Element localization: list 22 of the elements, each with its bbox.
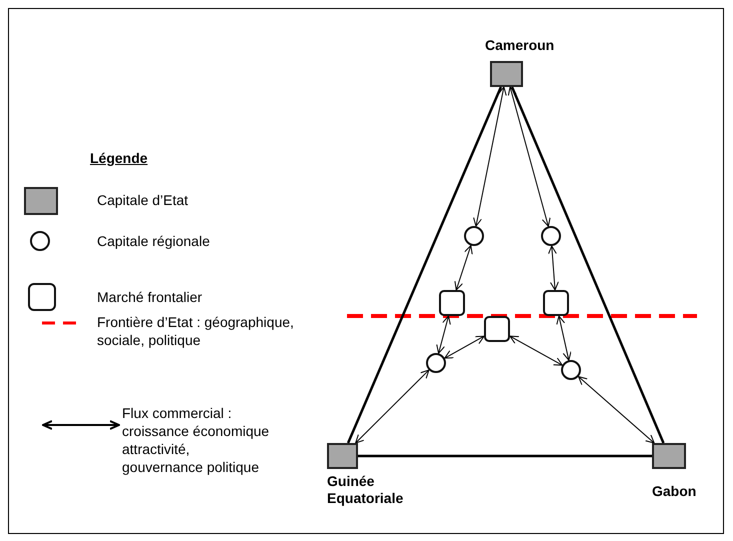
connector-line — [510, 86, 665, 444]
double-arrow — [510, 336, 563, 366]
legend-text: Flux commercial : croissance économique attractivité, gouvernance politique — [122, 404, 270, 476]
double-arrow — [454, 245, 473, 290]
double-arrow — [444, 336, 484, 359]
legend-text: Capitale d’Etat — [97, 191, 188, 209]
double-arrow — [556, 316, 572, 361]
double-arrow — [473, 86, 507, 227]
connector-line — [358, 454, 652, 458]
legend-text: Frontière d’Etat : géographique, sociale, politique — [97, 313, 295, 349]
place-name: Cameroun — [485, 37, 554, 54]
connector-line — [346, 86, 502, 444]
double-arrow — [355, 370, 430, 444]
legend-text: Marché frontalier — [97, 288, 202, 306]
double-arrow — [436, 316, 451, 354]
place-name: Guinée Equatoriale — [327, 473, 404, 507]
double-arrow — [548, 245, 559, 290]
place-name: Gabon — [652, 483, 696, 500]
double-arrow — [578, 376, 655, 444]
legend-text: Capitale régionale — [97, 232, 210, 250]
legend-heading: Légende — [90, 150, 148, 166]
double-arrow — [508, 86, 551, 227]
